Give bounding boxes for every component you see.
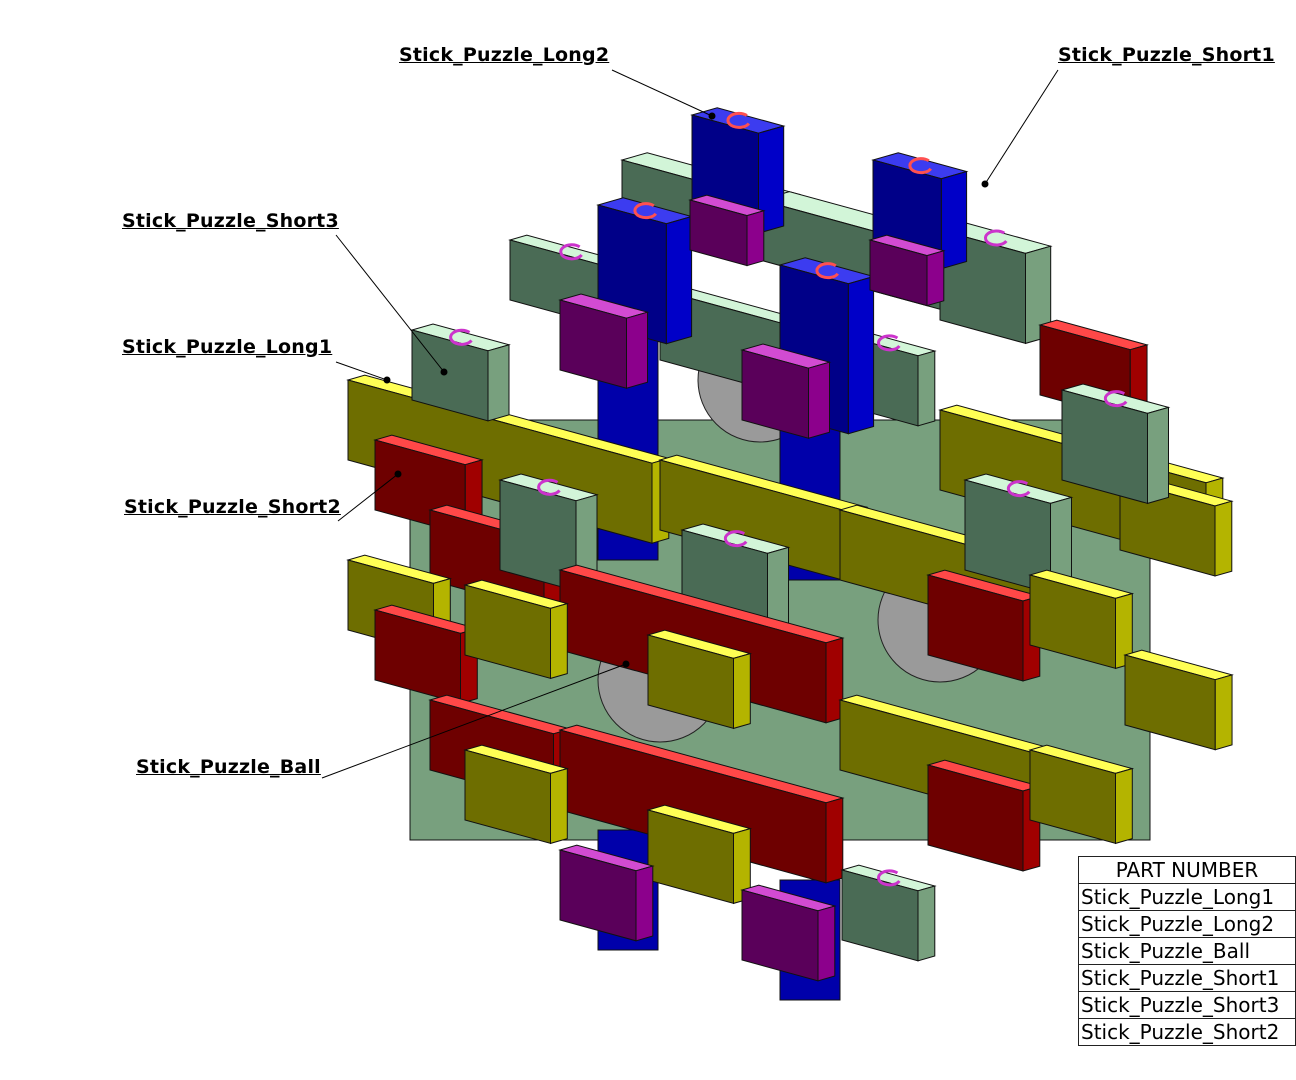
long2-stick-side bbox=[665, 215, 693, 345]
rotate-arrow-icon bbox=[815, 262, 839, 280]
long2-stick-side bbox=[940, 170, 968, 270]
leader-line bbox=[321, 663, 627, 779]
leader-line bbox=[335, 234, 445, 373]
rotate-arrow-icon bbox=[726, 111, 751, 129]
long1-stick-side bbox=[1214, 674, 1233, 751]
rotate-arrow-icon bbox=[559, 243, 583, 261]
rotate-arrow-icon bbox=[633, 202, 657, 220]
short1-stick-side bbox=[808, 361, 830, 439]
short1-stick-side bbox=[746, 210, 765, 267]
callout-short1: Stick_Puzzle_Short1 bbox=[1058, 44, 1275, 66]
callout-ball: Stick_Puzzle_Ball bbox=[136, 756, 321, 778]
rotate-arrow-icon bbox=[877, 869, 901, 887]
leader-dot bbox=[383, 376, 391, 384]
leader-line bbox=[611, 69, 713, 117]
callout-short3: Stick_Puzzle_Short3 bbox=[122, 210, 339, 232]
bom-row: Stick_Puzzle_Ball bbox=[1078, 937, 1296, 965]
short3-stick-side bbox=[1147, 406, 1169, 505]
short1-stick-side bbox=[926, 250, 945, 307]
bill-of-materials-table: PART NUMBER Stick_Puzzle_Long1 Stick_Puz… bbox=[1078, 856, 1296, 1046]
rotate-arrow-icon bbox=[908, 157, 932, 175]
leader-dot bbox=[440, 368, 448, 376]
rotate-arrow-icon bbox=[723, 530, 748, 548]
rotate-arrow-icon bbox=[1006, 480, 1031, 498]
short-stick-green-side bbox=[917, 350, 936, 427]
rotate-arrow-icon bbox=[537, 478, 561, 496]
long1-stick-side bbox=[550, 602, 568, 680]
callout-long1: Stick_Puzzle_Long1 bbox=[122, 336, 333, 358]
long1-stick-side bbox=[733, 652, 751, 730]
rotate-arrow-icon bbox=[449, 328, 473, 346]
bom-row: Stick_Puzzle_Short3 bbox=[1078, 991, 1296, 1019]
short2-stick-side bbox=[825, 797, 844, 884]
callout-short2: Stick_Puzzle_Short2 bbox=[124, 496, 341, 518]
short3-stick-side bbox=[917, 885, 936, 962]
bom-row: Stick_Puzzle_Long2 bbox=[1078, 910, 1296, 938]
bom-row: Stick_Puzzle_Short2 bbox=[1078, 1018, 1296, 1046]
callout-long2: Stick_Puzzle_Long2 bbox=[399, 44, 610, 66]
long1-stick-side bbox=[1115, 767, 1133, 845]
rotate-arrow-icon bbox=[984, 229, 1008, 247]
short1-stick-side bbox=[635, 865, 654, 942]
long1-stick-side bbox=[550, 767, 568, 845]
bom-header: PART NUMBER bbox=[1078, 856, 1296, 884]
short3-stick-side bbox=[487, 344, 510, 422]
leader-line bbox=[337, 473, 399, 522]
long1-stick-side bbox=[1214, 500, 1233, 577]
leader-dot bbox=[708, 112, 716, 120]
bom-row: Stick_Puzzle_Short1 bbox=[1078, 964, 1296, 992]
rotate-arrow-icon bbox=[1103, 390, 1128, 408]
long2-stick-side bbox=[847, 275, 875, 435]
bom-row: Stick_Puzzle_Long1 bbox=[1078, 883, 1296, 911]
long2-stick-side bbox=[758, 125, 785, 234]
rotate-arrow-icon bbox=[877, 334, 901, 352]
short1-stick-side bbox=[626, 311, 648, 389]
leader-line bbox=[984, 69, 1059, 185]
leader-line bbox=[335, 361, 388, 381]
leader-dot bbox=[622, 660, 630, 668]
leader-dot bbox=[981, 180, 989, 188]
short1-stick-side bbox=[817, 905, 836, 982]
leader-dot bbox=[394, 470, 402, 478]
